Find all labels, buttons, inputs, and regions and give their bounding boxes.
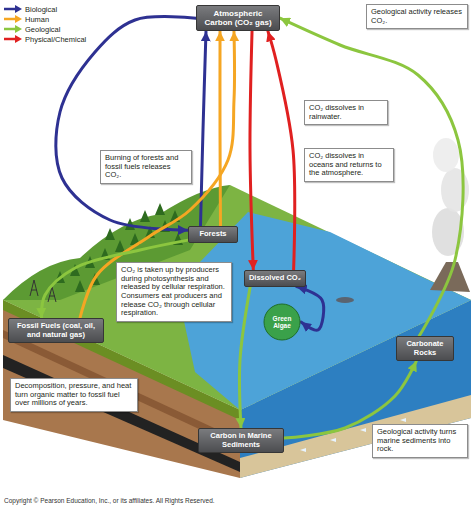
callout-box: CO₂ dissolves in oceans and returns to t…	[304, 148, 394, 182]
swatch-head	[15, 5, 22, 13]
swatch-line	[4, 18, 16, 21]
land-surface	[3, 185, 471, 410]
node-text: CO₂ dissolves in rainwater.	[309, 104, 383, 121]
node-text: Forests	[192, 230, 234, 239]
legend-text: Biological	[25, 5, 57, 14]
swatch-head	[15, 25, 22, 33]
callout-box: Geological activity releases CO₂.	[366, 4, 468, 29]
callout-box: Burning of forests and fossil fuels rele…	[100, 150, 192, 184]
callout-box: Decomposition, pressure, and heat turn o…	[10, 378, 138, 412]
callout-box: CO₂ dissolves in rainwater.	[304, 100, 388, 125]
node-text: Carbon in Marine Sediments	[202, 432, 280, 449]
node-text: CO₂ dissolves in oceans and returns to t…	[309, 152, 389, 178]
legend-text: Human	[25, 15, 49, 24]
legend: BiologicalHumanGeologicalPhysical/Chemic…	[4, 4, 86, 44]
legend-swatch	[4, 25, 22, 33]
swatch-line	[4, 28, 16, 31]
copyright-note: Copyright © Pearson Education, Inc., or …	[4, 497, 215, 504]
legend-swatch	[4, 35, 22, 43]
cycle-arrow	[218, 31, 222, 226]
node-text: Green Algae	[263, 315, 301, 329]
node-text: Geological activity turns marine sedimen…	[377, 428, 463, 454]
node-text: Geological activity releases CO₂.	[371, 8, 463, 25]
swatch-head	[15, 35, 22, 43]
legend-swatch	[4, 5, 22, 13]
swatch-line	[4, 38, 16, 41]
reservoir-box: Atmospheric Carbon (CO₂ gas)	[196, 5, 280, 31]
legend-row: Geological	[4, 24, 86, 34]
cycle-arrow	[280, 18, 463, 336]
callout-box: Geological activity turns marine sedimen…	[372, 424, 468, 458]
swatch-head	[15, 15, 22, 23]
node-text: Carbonate Rocks	[400, 340, 450, 357]
legend-row: Biological	[4, 4, 86, 14]
legend-row: Human	[4, 14, 86, 24]
legend-swatch	[4, 15, 22, 23]
reservoir-box: Fossil Fuels (coal, oil, and natural gas…	[8, 318, 104, 343]
legend-text: Geological	[25, 25, 60, 34]
node-text: Atmospheric Carbon (CO₂ gas)	[200, 9, 276, 27]
cycle-arrow	[297, 287, 324, 331]
cycle-arrow	[56, 17, 196, 231]
node-text: CO₂ is taken up by producers during phot…	[121, 266, 227, 318]
callout-box: CO₂ is taken up by producers during phot…	[116, 262, 232, 322]
node-text: Decomposition, pressure, and heat turn o…	[15, 382, 133, 408]
cycle-arrow	[240, 287, 251, 428]
algae-circle: Green Algae	[263, 303, 301, 341]
shark	[336, 297, 354, 303]
reservoir-box: Forests	[188, 226, 238, 243]
node-text: Burning of forests and fossil fuels rele…	[105, 154, 187, 180]
smoke-plume	[433, 138, 459, 172]
legend-text: Physical/Chemical	[25, 35, 86, 44]
reservoir-box: Carbon in Marine Sediments	[198, 428, 284, 453]
smoke-plume	[441, 168, 469, 212]
algae-disc	[264, 304, 300, 340]
reservoir-box: Dissolved CO₂	[244, 270, 306, 287]
node-text: Fossil Fuels (coal, oil, and natural gas…	[12, 322, 100, 339]
cycle-arrow	[268, 31, 295, 270]
legend-row: Physical/Chemical	[4, 34, 86, 44]
swatch-line	[4, 8, 16, 11]
node-text: Dissolved CO₂	[248, 274, 302, 283]
reservoir-box: Carbonate Rocks	[396, 336, 454, 361]
cycle-arrow	[250, 31, 253, 270]
